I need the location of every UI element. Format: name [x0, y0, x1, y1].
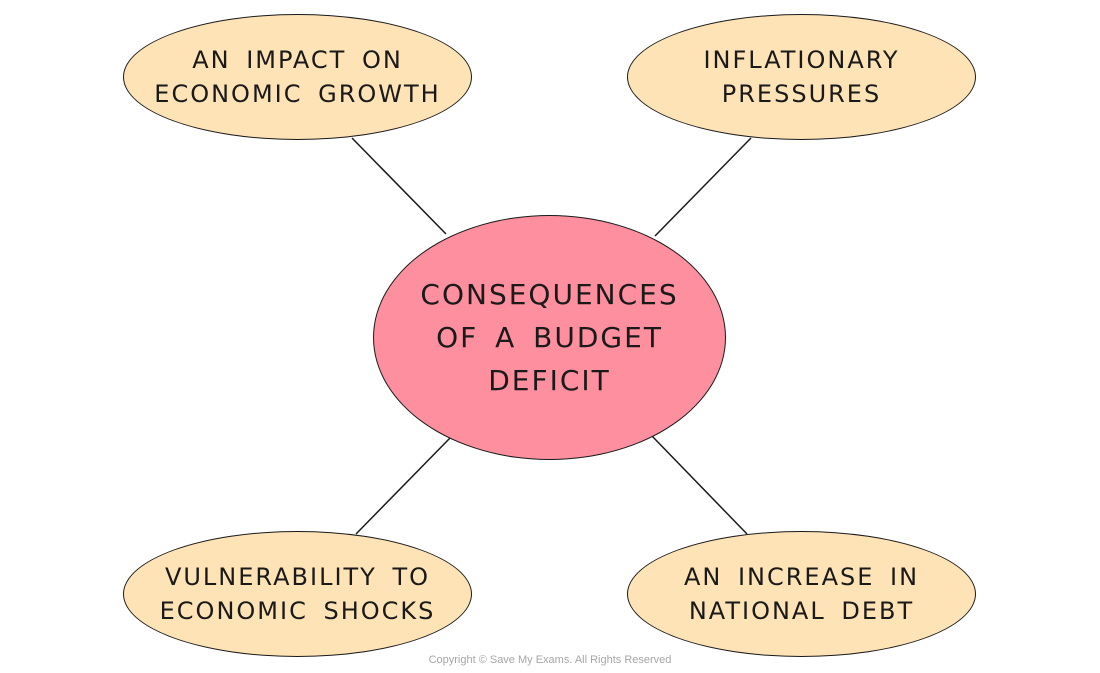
- node-bottom-left: VULNERABILITY TO ECONOMIC SHOCKS: [123, 531, 472, 657]
- node-label: AN IMPACT ON ECONOMIC GROWTH: [154, 46, 441, 108]
- center-label: CONSEQUENCES OF A BUDGET DEFICIT: [420, 278, 679, 397]
- connector-top-left: [351, 137, 447, 235]
- connector-bottom-right: [651, 435, 748, 535]
- node-label: VULNERABILITY TO ECONOMIC SHOCKS: [159, 563, 436, 625]
- node-top-right: INFLATIONARY PRESSURES: [627, 14, 976, 140]
- node-label: INFLATIONARY PRESSURES: [703, 46, 900, 108]
- copyright-text: Copyright © Save My Exams. All Rights Re…: [428, 654, 672, 666]
- node-bottom-right: AN INCREASE IN NATIONAL DEBT: [627, 531, 976, 657]
- connector-top-right: [654, 137, 752, 237]
- node-top-left: AN IMPACT ON ECONOMIC GROWTH: [123, 14, 472, 140]
- node-label: AN INCREASE IN NATIONAL DEBT: [683, 563, 920, 625]
- center-node: CONSEQUENCES OF A BUDGET DEFICIT: [373, 215, 726, 460]
- connector-bottom-left: [355, 436, 452, 535]
